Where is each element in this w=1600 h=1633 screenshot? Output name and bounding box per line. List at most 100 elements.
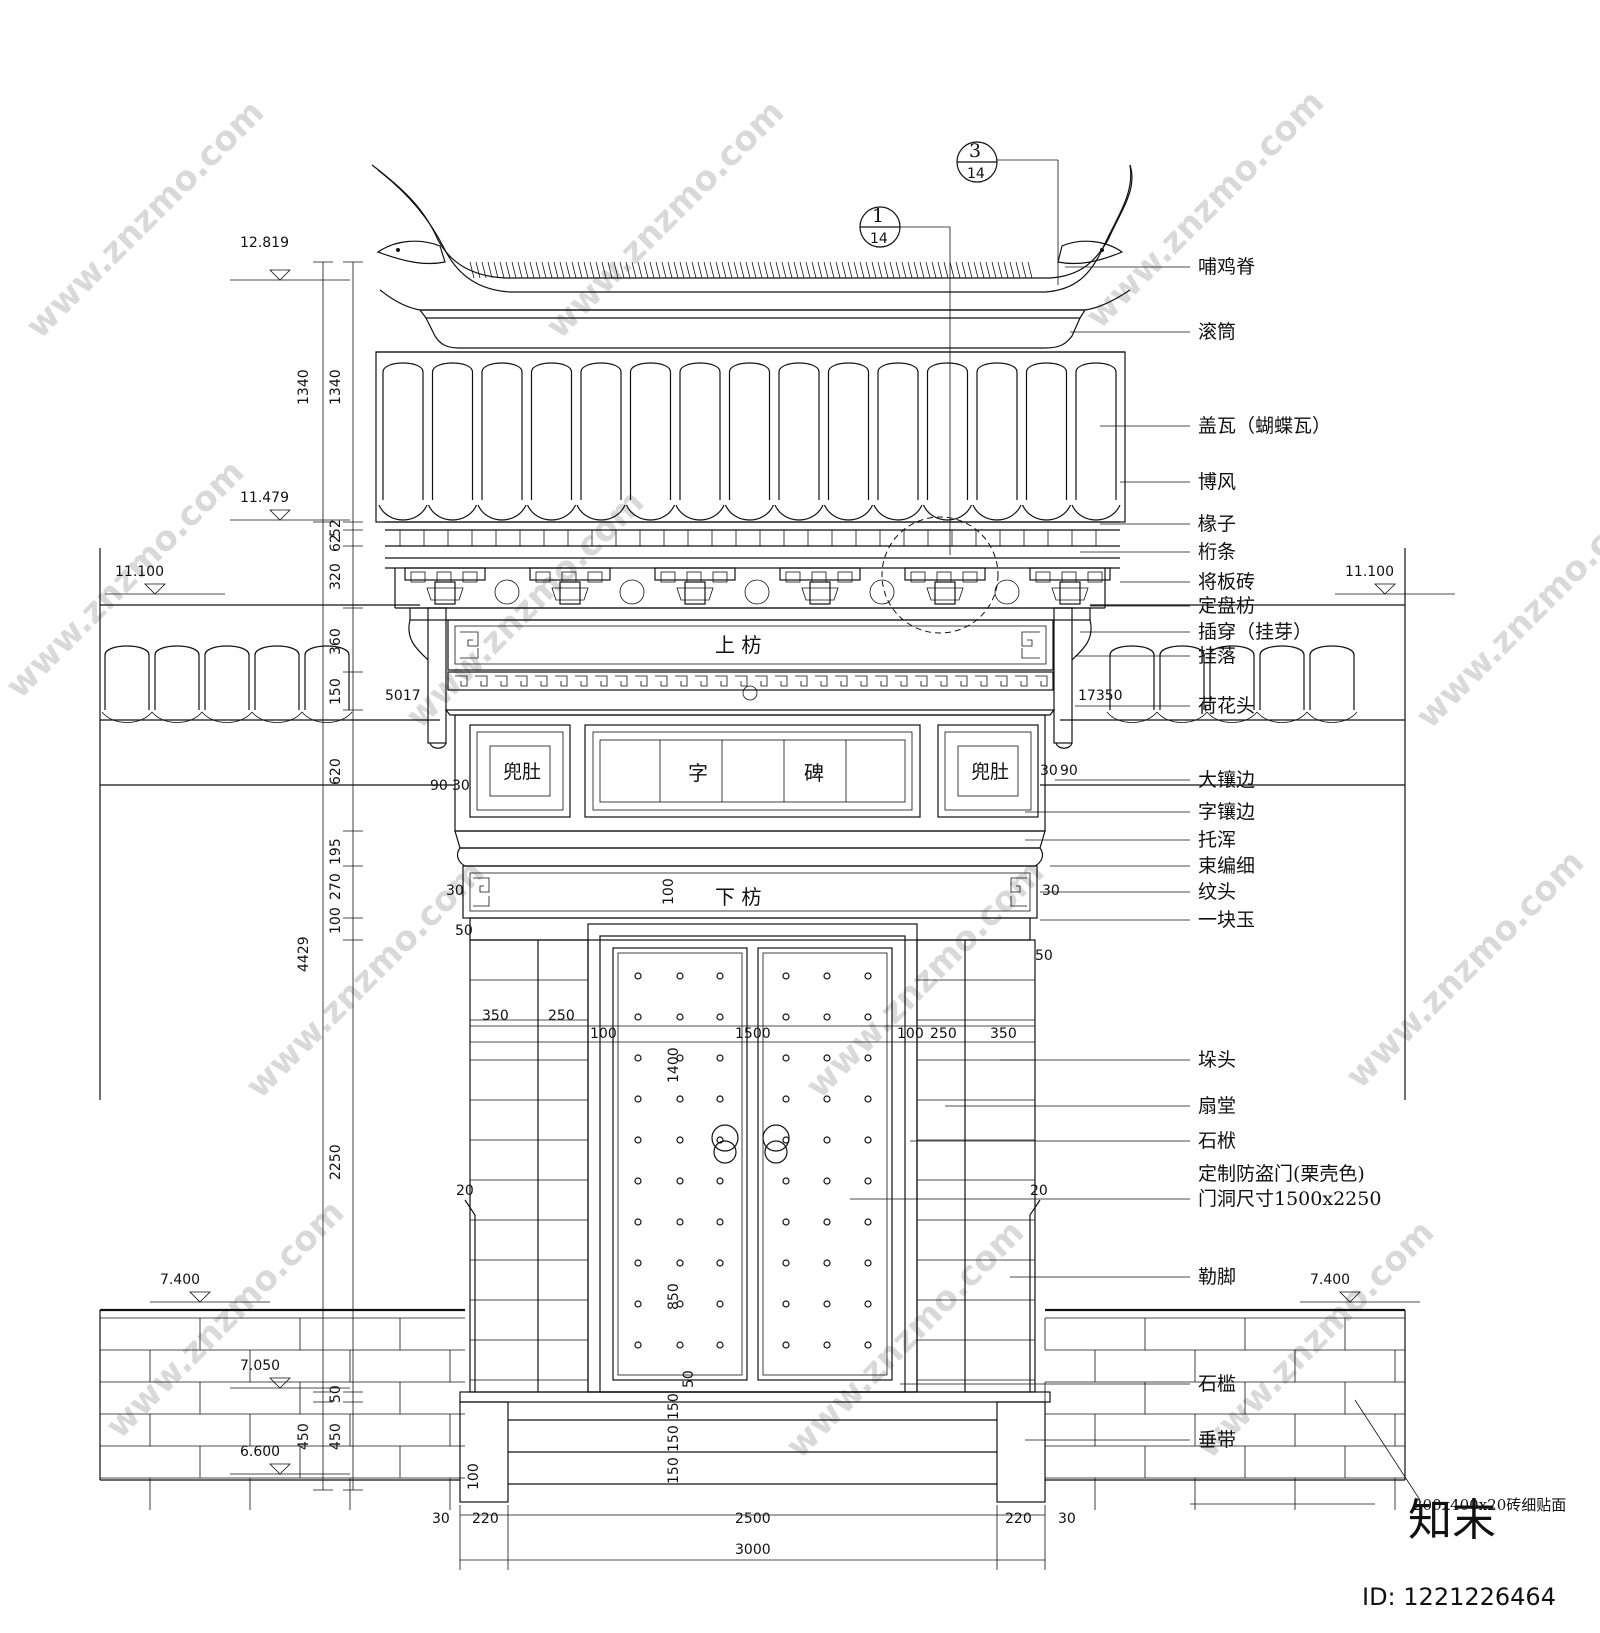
shang-fang-label: 上 枋: [715, 633, 761, 657]
doudu-right-label: 兜肚: [971, 761, 1009, 783]
dim-vertical-inner: 2250: [328, 1144, 344, 1180]
elevation-label-base: 6.600: [240, 1444, 280, 1460]
dim-detail: 150: [666, 1457, 682, 1484]
dim-vertical-inner: 1340: [328, 369, 344, 405]
dim-detail: 50: [455, 923, 473, 939]
callout-label: 垛头: [1198, 1049, 1236, 1071]
dim-detail: 30: [1040, 763, 1058, 779]
dim-vertical-inner: 320: [328, 563, 344, 590]
callout-labels: 哺鸡脊滚筒盖瓦（蝴蝶瓦）博风椽子桁条将板砖定盘枋插穿（挂芽）挂落荷花头大镶边字镶…: [850, 256, 1566, 1514]
dim-detail: 30: [1042, 883, 1060, 899]
detail-circle: [881, 516, 999, 634]
door-group: [587, 923, 918, 1393]
dim-detail: 50: [681, 1370, 697, 1388]
image-id-text: ID: 1221226464: [1362, 1583, 1556, 1611]
ridge-roof: [371, 164, 1133, 353]
callout-label: 滚筒: [1198, 321, 1236, 343]
dim-horizontal: 250: [930, 1026, 957, 1042]
callout-label: 荷花头: [1198, 695, 1255, 717]
dim-vertical-inner: 360: [328, 628, 344, 655]
dim-detail: 50: [1035, 948, 1053, 964]
shang-fang: 上 枋: [447, 619, 1054, 671]
dim-detail: 100: [466, 1463, 482, 1490]
watermark: www.znzmo.com: [798, 852, 1052, 1106]
dimension-lines: 1340442945013405262320360150620195270100…: [296, 261, 1123, 1570]
watermark: www.znzmo.com: [1338, 842, 1592, 1096]
doudu-left-label: 兜肚: [503, 761, 541, 783]
watermark: www.znzmo.com: [538, 92, 792, 346]
detail-ref-3-num: 3: [969, 140, 981, 162]
steps: [100, 1391, 1421, 1503]
dim-detail: 100: [661, 878, 677, 905]
callout-label: 托浑: [1198, 829, 1236, 851]
elevation-label-eave: 11.479: [240, 490, 289, 506]
detail-ref-3: 3 14: [956, 140, 1059, 285]
dim-horizontal: 220: [472, 1511, 499, 1527]
callout-label: 门洞尺寸1500x2250: [1198, 1188, 1381, 1210]
dim-detail: 20: [456, 1183, 474, 1199]
callout-label: 大镶边: [1198, 769, 1255, 791]
dim-detail: 30: [446, 883, 464, 899]
dim-vertical-inner: 100: [328, 907, 344, 934]
dim-horizontal: 100: [897, 1026, 924, 1042]
callout-label: 勒脚: [1198, 1266, 1236, 1288]
wall-coping-tiles-left: [101, 645, 353, 723]
hanging-posts: [408, 607, 1092, 749]
callout-label: 盖瓦（蝴蝶瓦）: [1198, 415, 1331, 437]
elevation-label-ground-left: 7.400: [160, 1272, 200, 1288]
tuo-hun-band: [454, 830, 1046, 867]
dim-vertical-outer: 4429: [296, 936, 312, 972]
watermark: www.znzmo.com: [1408, 482, 1600, 736]
dim-detail: 850: [666, 1283, 682, 1310]
inscription-panel: 兜肚 兜肚 字 碑: [444, 709, 1056, 832]
dim-vertical-inner: 62: [328, 534, 344, 552]
dim-detail: 30: [452, 778, 470, 794]
dim-vertical-inner: 270: [328, 873, 344, 900]
logo-text: 知末: [1408, 1495, 1496, 1546]
callout-label: 将板砖: [1198, 571, 1255, 593]
dim-vertical-inner: 50: [328, 1385, 344, 1403]
callout-label: 定盘枋: [1198, 595, 1255, 617]
dim-horizontal: 220: [1005, 1511, 1032, 1527]
dim-vertical-inner: 620: [328, 758, 344, 785]
callout-label: 椽子: [1198, 513, 1236, 535]
callout-label: 200x400x20砖细贴面: [1413, 1496, 1566, 1514]
callout-label: 博风: [1198, 471, 1236, 493]
zi-char: 字: [688, 761, 708, 785]
detail-ref-1-sheet: 14: [870, 231, 888, 247]
dim-detail: 1400: [666, 1047, 682, 1083]
dim-vertical-inner: 450: [328, 1423, 344, 1450]
dim-vertical-inner: 150: [328, 678, 344, 705]
dim-detail: 20: [1030, 1183, 1048, 1199]
callout-label: 扇堂: [1198, 1095, 1236, 1117]
dim-vertical-outer: 450: [296, 1423, 312, 1450]
callout-label: 字镶边: [1198, 801, 1255, 823]
watermark: www.znzmo.com: [398, 482, 652, 736]
callout-label: 桁条: [1198, 541, 1236, 563]
dim-detail: 5017: [385, 688, 421, 704]
dim-detail: 90: [430, 778, 448, 794]
elevation-label-step: 7.050: [240, 1358, 280, 1374]
ground-wall: [99, 1308, 1406, 1510]
callout-label: 哺鸡脊: [1198, 256, 1255, 278]
elevation-label-wall-left: 11.100: [115, 564, 164, 580]
callout-label: 石槛: [1198, 1373, 1236, 1395]
roof-tiles: [378, 362, 1121, 521]
dim-total: 3000: [735, 1542, 771, 1558]
xia-fang: 下 枋: [462, 865, 1038, 941]
dim-detail: 150: [666, 1393, 682, 1420]
detail-ref-1: 1 14: [859, 205, 951, 555]
elevation-label-top: 12.819: [240, 235, 289, 251]
wall-coping-tiles-right: [1106, 645, 1358, 723]
elevation-label-wall-right: 11.100: [1345, 564, 1394, 580]
dim-horizontal: 2500: [735, 1511, 771, 1527]
watermark: www.znzmo.com: [98, 1192, 352, 1446]
xia-fang-label: 下 枋: [715, 885, 761, 909]
callout-label: 挂落: [1198, 645, 1236, 667]
dim-vertical-inner: 52: [328, 519, 344, 537]
elevation-markers: 12.819 11.479 11.100 11.100 7.400 7.400 7.050 6…: [105, 235, 1455, 1475]
elevation-label-ground-right: 7.400: [1310, 1272, 1350, 1288]
dim-vertical-outer: 1340: [296, 369, 312, 405]
rafter-band: [385, 521, 1120, 569]
dim-detail: 90: [1060, 763, 1078, 779]
